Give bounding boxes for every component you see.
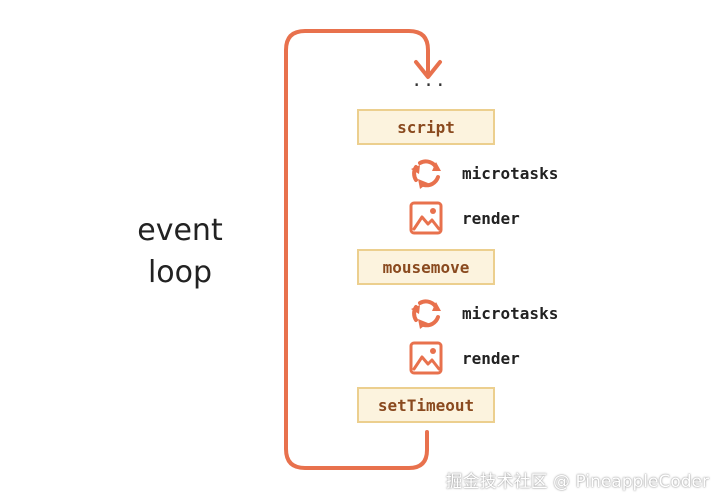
step-microtasks-2: microtasks [408, 295, 558, 331]
image-render-icon [409, 341, 443, 375]
watermark: 掘金技术社区 @ PineappleCoder [445, 472, 709, 492]
event-loop-label-line1: event [137, 213, 223, 248]
refresh-cycle-icon [411, 159, 441, 189]
event-loop-label-line2: loop [147, 255, 213, 290]
step-render-2: render [408, 340, 520, 376]
refresh-cycle-icon [411, 299, 441, 329]
ellipsis: ... [411, 70, 447, 91]
step-microtasks-label: microtasks [462, 303, 559, 323]
image-render-icon [409, 201, 443, 235]
event-loop-label: event loop [130, 210, 230, 294]
step-microtasks-1: microtasks [408, 155, 558, 191]
task-mousemove: mousemove [357, 249, 495, 285]
task-script: script [357, 109, 495, 145]
step-render-label: render [462, 348, 520, 368]
step-microtasks-label: microtasks [462, 163, 559, 183]
step-render-label: render [462, 208, 520, 228]
step-render-1: render [408, 200, 520, 236]
task-settimeout: setTimeout [357, 387, 495, 423]
arrow-head-icon [414, 60, 442, 79]
